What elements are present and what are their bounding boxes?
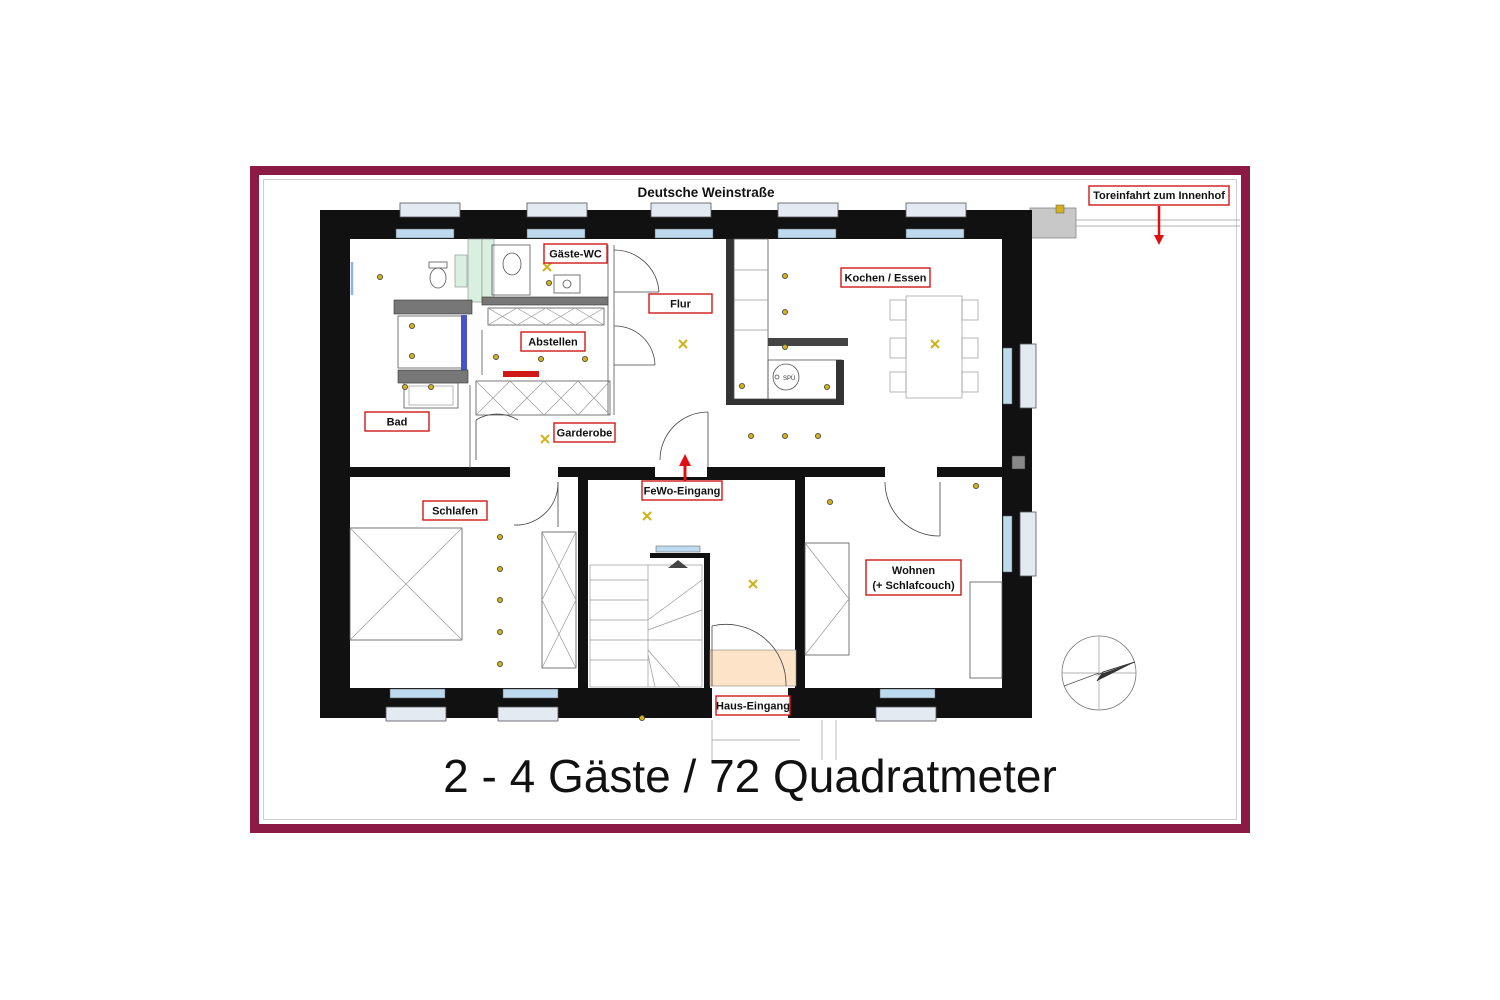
gate-driveway [1029,204,1240,239]
svg-text:Gäste-WC: Gäste-WC [549,249,602,261]
svg-text:Flur: Flur [670,299,691,311]
room-label-haus-eingang: Haus-Eingang [715,695,791,716]
room-label-flur: Flur [648,293,713,314]
bathroom-fixtures [350,238,519,468]
hall-doors [613,249,709,467]
windows-bottom [385,688,937,722]
svg-text:Abstellen: Abstellen [528,337,578,349]
svg-text:FeWo-Eingang: FeWo-Eingang [644,486,721,498]
room-label-gaeste-wc: Gäste-WC [543,243,608,264]
living-furniture [804,481,1003,679]
street-name: Deutsche Weinstraße [637,185,775,200]
room-label-wohnen: Wohnen (+ Schlafcouch) [865,559,962,596]
plan-frame [250,166,1250,833]
room-label-schlafen: Schlafen [422,500,488,521]
svg-text:Garderobe: Garderobe [557,428,613,440]
svg-text:Wohnen: Wohnen [892,565,935,577]
room-label-abstellen: Abstellen [520,331,586,352]
svg-text:Bad: Bad [387,417,408,429]
staircase [589,545,837,760]
room-label-garderobe: Garderobe [553,422,616,443]
caption: 2 - 4 Gäste / 72 Quadratmeter [443,750,1057,802]
ceiling-lights [376,272,980,722]
svg-text:Schlafen: Schlafen [432,506,478,518]
room-label-fewo-eingang: FeWo-Eingang [641,480,723,501]
windows-right [1002,343,1037,577]
storage-shelves [475,307,611,416]
gate-label-box [1088,185,1230,206]
windows-top [395,202,967,239]
bedroom-furniture [349,481,577,669]
wc-fixtures [481,244,615,415]
dining-table [889,295,979,399]
plan-frame-inner [263,179,1237,820]
kitchen-units [726,238,848,405]
svg-text:Haus-Eingang: Haus-Eingang [716,701,790,713]
room-label-kochen-essen: Kochen / Essen [840,267,931,288]
svg-text:Kochen / Essen: Kochen / Essen [845,273,927,285]
svg-text:(+ Schlafcouch): (+ Schlafcouch) [872,580,955,592]
room-label-bad: Bad [364,411,430,432]
gate-label: Toreinfahrt zum Innenhof [1093,190,1225,202]
compass [1061,635,1137,711]
sink-label: SPÜ [783,375,795,382]
ceiling-outlets [540,262,940,589]
